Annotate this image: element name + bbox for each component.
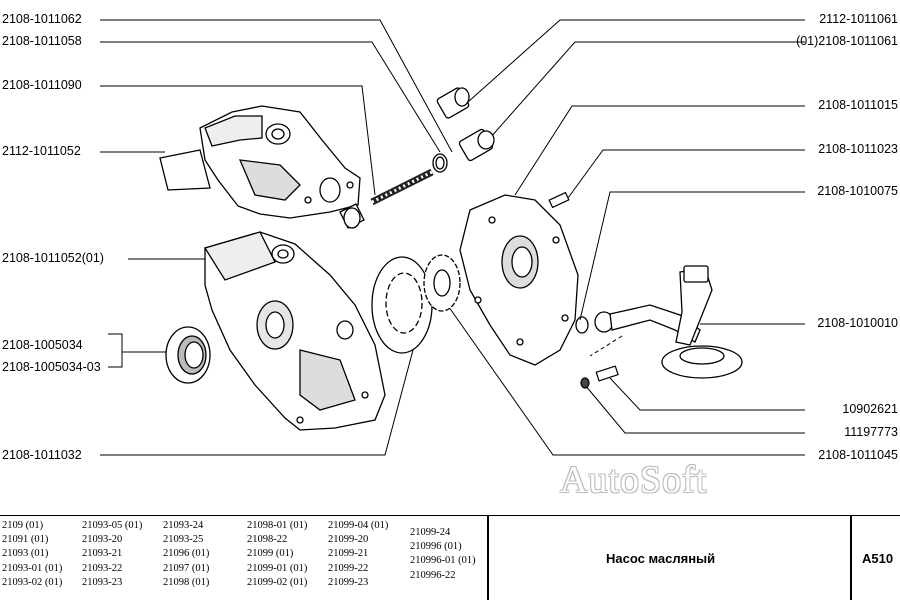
part-label: 2112-1011061 [819, 12, 898, 26]
model-code: 21093-21 [82, 548, 123, 560]
divider [850, 516, 852, 600]
model-code: 21093-22 [82, 562, 123, 574]
o-ring [575, 316, 589, 334]
model-code: 21099-02 (01) [247, 576, 308, 588]
leader-1011058 [100, 41, 441, 153]
leader-1010075 [579, 191, 805, 321]
models-column: 2109 (01) 21091 (01) 21093 (01) 21093-01… [2, 519, 62, 590]
part-label: (01)2108-1011061 [796, 34, 898, 48]
model-code: 21098-22 [247, 534, 288, 546]
model-code: 21091 (01) [2, 534, 49, 546]
divider [487, 516, 489, 600]
leader-1011032 [100, 304, 426, 456]
watermark: AutoSoft [560, 459, 708, 501]
model-code: 21093-20 [82, 534, 123, 546]
part-label: 2112-1011052 [2, 144, 81, 158]
leader-1011045 [431, 282, 805, 456]
model-code: 21093-23 [82, 576, 123, 588]
models-column: 21099-04 (01) 21099-20 21099-21 21099-22… [328, 519, 388, 590]
pump-cover [459, 194, 579, 366]
model-code: 21098-01 (01) [247, 520, 308, 531]
title-block: 2109 (01) 21091 (01) 21093 (01) 21093-01… [0, 515, 900, 600]
screw-1011023 [548, 191, 570, 209]
models-column: 21098-01 (01) 21098-22 21099 (01) 21099-… [247, 519, 307, 590]
bolt-and-washer [580, 365, 619, 389]
model-code: 210996 (01) [410, 541, 462, 553]
model-code: 21093-02 (01) [2, 576, 63, 588]
model-code: 21096 (01) [163, 548, 210, 560]
model-code: 21099 (01) [247, 548, 294, 560]
leader-1011090 [100, 85, 376, 196]
part-label: 2108-1005034-03 [2, 360, 101, 374]
shaft-seal [165, 326, 211, 384]
models-column: 21099-24 210996 (01) 210996-01 (01) 2109… [410, 526, 476, 583]
part-label: 2108-1011015 [818, 98, 898, 112]
model-code: 21099-01 (01) [247, 562, 308, 574]
leader-1005034-bracket [108, 333, 123, 368]
model-code: 21099-21 [328, 548, 369, 560]
part-label: 2108-1010075 [817, 184, 898, 198]
model-code: 21099-24 [410, 527, 451, 538]
page-title: Насос масляный [606, 551, 716, 566]
model-code: 21099-23 [328, 576, 369, 588]
inner-rotor [423, 254, 461, 312]
model-code: 21098 (01) [163, 576, 210, 588]
leader-1011015 [514, 105, 805, 196]
part-label: 2108-1011062 [2, 12, 82, 26]
model-code: 21093 (01) [2, 548, 49, 560]
model-code: 21093-25 [163, 534, 204, 546]
leader-10902621 [609, 377, 805, 411]
model-code: 21099-04 (01) [328, 520, 389, 531]
model-code: 21099-22 [328, 562, 369, 574]
upper-pump-housing [159, 105, 361, 219]
part-label: 2108-1011032 [2, 448, 82, 462]
models-column: 21093-05 (01) 21093-20 21093-21 21093-22… [82, 519, 142, 590]
leader-1011023 [567, 149, 805, 199]
model-code: 210996-22 [410, 569, 456, 581]
relief-valve-parts [339, 153, 448, 229]
oil-pump-drawing [100, 19, 805, 456]
model-code: 210996-01 (01) [410, 555, 476, 567]
model-code: 21093-01 (01) [2, 562, 63, 574]
part-label: 2108-1011058 [2, 34, 82, 48]
lower-pump-housing [203, 231, 386, 431]
leader-1011061 [467, 19, 805, 103]
plug-bolts [436, 87, 495, 162]
part-label: 2108-1011090 [2, 78, 82, 92]
drawing-code: A510 [862, 551, 894, 566]
model-code: 21093-24 [163, 520, 204, 531]
oil-pickup [594, 265, 743, 379]
part-label: 11197773 [844, 425, 898, 439]
part-label: 2108-1005034 [2, 338, 83, 352]
model-code: 21093-05 (01) [82, 520, 143, 531]
part-label: 2108-1011052(01) [2, 251, 104, 265]
models-column: 21093-24 21093-25 21096 (01) 21097 (01) … [163, 519, 209, 590]
part-label: 10902621 [842, 402, 898, 416]
model-code: 21099-20 [328, 534, 369, 546]
leader-1011062 [100, 19, 453, 153]
leader-11197773 [584, 384, 805, 434]
part-label: 2108-1010010 [817, 316, 898, 330]
outer-rotor [371, 256, 433, 354]
leader-1011061-01 [489, 41, 805, 139]
part-label: 2108-1011023 [818, 142, 898, 156]
model-code: 2109 (01) [2, 520, 44, 531]
model-code: 21097 (01) [163, 562, 210, 574]
part-label: 2108-1011045 [818, 448, 898, 462]
